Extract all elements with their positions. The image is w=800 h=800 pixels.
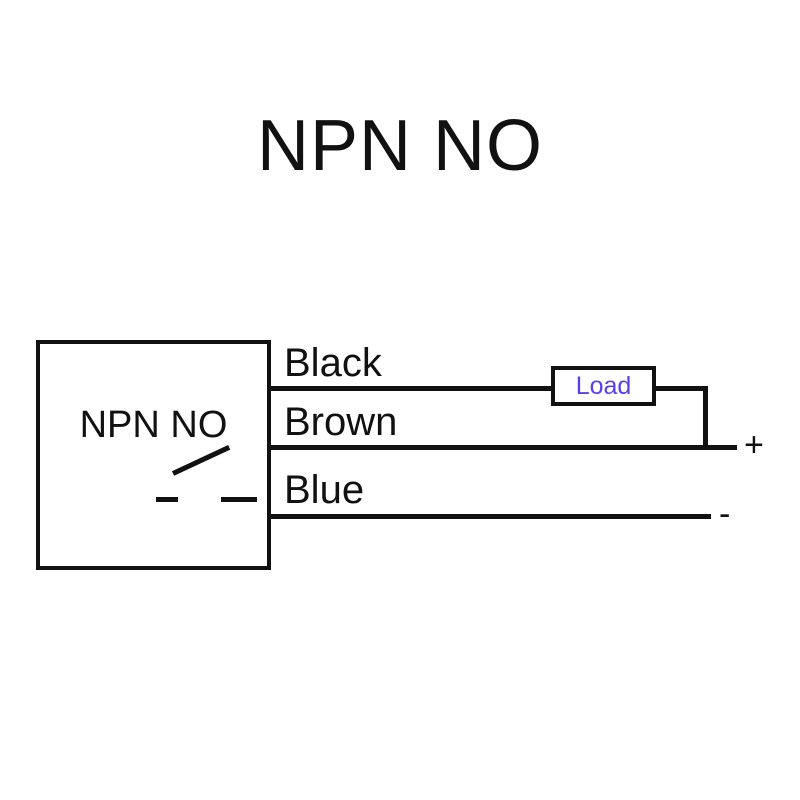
wire-label-blue: Blue bbox=[284, 468, 365, 512]
wire-load-return-vertical bbox=[703, 386, 708, 450]
wire-label-brown: Brown bbox=[284, 400, 398, 444]
wire-label-black: Black bbox=[284, 341, 382, 385]
wire-load-return-horizontal bbox=[653, 386, 708, 391]
sensor-label: NPN NO bbox=[79, 404, 228, 446]
switch-pole-stub-icon bbox=[156, 497, 178, 502]
terminal-negative: - bbox=[719, 495, 731, 533]
wire-brown bbox=[269, 445, 737, 450]
terminal-positive: + bbox=[744, 426, 764, 464]
sensor-body bbox=[36, 340, 271, 570]
wire-black bbox=[269, 386, 553, 391]
load-label: Load bbox=[575, 372, 632, 400]
switch-contact-stub-icon bbox=[221, 497, 257, 502]
wire-blue bbox=[269, 514, 711, 519]
page-title: NPN NO bbox=[256, 106, 544, 186]
load-component-box bbox=[551, 366, 656, 406]
